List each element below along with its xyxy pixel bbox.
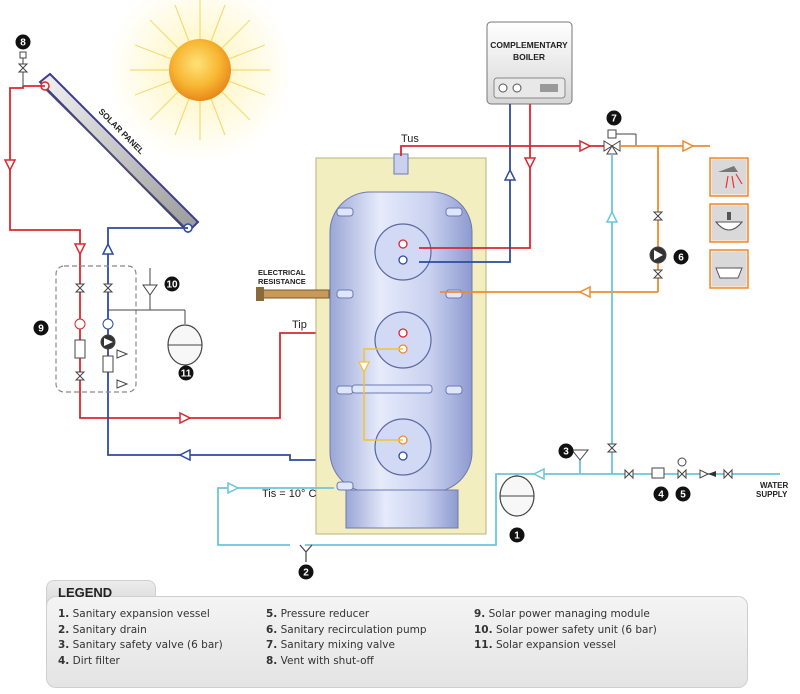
electrical-resistance-label-2: RESISTANCE (258, 277, 306, 286)
badge-10: 10 (164, 276, 180, 292)
badge-4: 4 (653, 486, 669, 502)
water-supply-label-1: WATER (760, 481, 789, 490)
badge-1: 1 (509, 527, 525, 543)
svg-text:4: 4 (658, 490, 664, 501)
badge-11: 11 (178, 365, 194, 381)
boiler-label-2: BOILER (513, 52, 545, 62)
sink-icon (709, 203, 749, 243)
bathtub-icon (709, 249, 749, 289)
legend-item: 3. Sanitary safety valve (6 bar) (58, 639, 223, 651)
recirc-coil-pipe (363, 348, 403, 441)
water-supply-valves-icon (570, 443, 733, 480)
tus-label: Tus (401, 133, 419, 145)
legend-item: 5. Pressure reducer (266, 608, 370, 620)
svg-text:6: 6 (678, 253, 684, 264)
complementary-boiler: COMPLEMENTARY BOILER (486, 21, 573, 105)
legend-item: 4. Dirt filter (58, 654, 120, 667)
sanitary-drain-icon (299, 544, 313, 562)
legend-item: 1. Sanitary expansion vessel (58, 608, 210, 620)
badge-7: 7 (606, 110, 622, 126)
legend-column-3: 9. Solar power managing module 10. Solar… (474, 607, 657, 654)
vent-shutoff-valve-icon (17, 51, 29, 86)
sanitary-expansion-vessel-icon (499, 475, 535, 517)
badge-8: 8 (15, 34, 31, 50)
module-components-icon (74, 283, 129, 389)
badge-6: 6 (673, 249, 689, 265)
tis-label: Tis = 10° C (262, 488, 316, 500)
svg-text:5: 5 (680, 490, 686, 501)
legend-item: 8. Vent with shut-off (266, 654, 374, 667)
solar-safety-unit-icon (108, 268, 186, 324)
legend-title: LEGEND (58, 585, 113, 600)
electrical-resistance-icon (256, 287, 330, 301)
tip-label: Tip (292, 319, 307, 331)
svg-text:11: 11 (181, 369, 192, 380)
solar-return-pipe (107, 227, 334, 461)
legend-item: 9. Solar power managing module (474, 608, 650, 620)
solar-expansion-vessel-icon (167, 324, 203, 366)
legend-column-2: 5. Pressure reducer 6. Sanitary recircul… (266, 607, 427, 669)
component-badges: 1 2 3 4 5 6 7 8 9 10 11 (15, 34, 691, 580)
svg-text:8: 8 (20, 38, 26, 49)
svg-text:9: 9 (38, 324, 44, 335)
badge-3: 3 (558, 443, 574, 459)
legend-item: 6. Sanitary recirculation pump (266, 623, 427, 636)
svg-text:1: 1 (514, 531, 520, 542)
legend-column-1: 1. Sanitary expansion vessel 2. Sanitary… (58, 607, 223, 669)
boiler-return-pipe (419, 104, 511, 263)
legend-item: 10. Solar power safety unit (6 bar) (474, 623, 657, 636)
legend-item: 11. Solar expansion vessel (474, 639, 617, 651)
tank-ports (336, 207, 463, 491)
mixing-valve-icon (603, 129, 637, 155)
svg-text:7: 7 (611, 114, 617, 125)
boiler-label-1: COMPLEMENTARY (490, 40, 568, 50)
svg-text:2: 2 (303, 568, 309, 579)
legend-item: 7. Sanitary mixing valve (266, 639, 395, 651)
solar-hot-pipe (9, 85, 334, 419)
svg-text:3: 3 (563, 447, 569, 458)
legend-item: 2. Sanitary drain (58, 623, 147, 636)
badge-2: 2 (298, 564, 314, 580)
svg-text:10: 10 (166, 280, 178, 291)
legend-box (46, 596, 748, 688)
flow-arrows (3, 159, 192, 462)
water-supply-label-2: SUPPLY (756, 490, 788, 499)
badge-5: 5 (675, 486, 691, 502)
recirculation-pump-icon (649, 211, 667, 279)
sanitary-hot-pipe (400, 145, 612, 156)
coil-flange-icon (374, 223, 432, 476)
boiler-flow-pipe (419, 104, 531, 249)
solar-managing-module (55, 265, 137, 393)
badge-9: 9 (33, 320, 49, 336)
electrical-resistance-label-1: ELECTRICAL (258, 268, 306, 277)
sun-icon (108, 0, 292, 162)
shower-icon (709, 157, 749, 197)
